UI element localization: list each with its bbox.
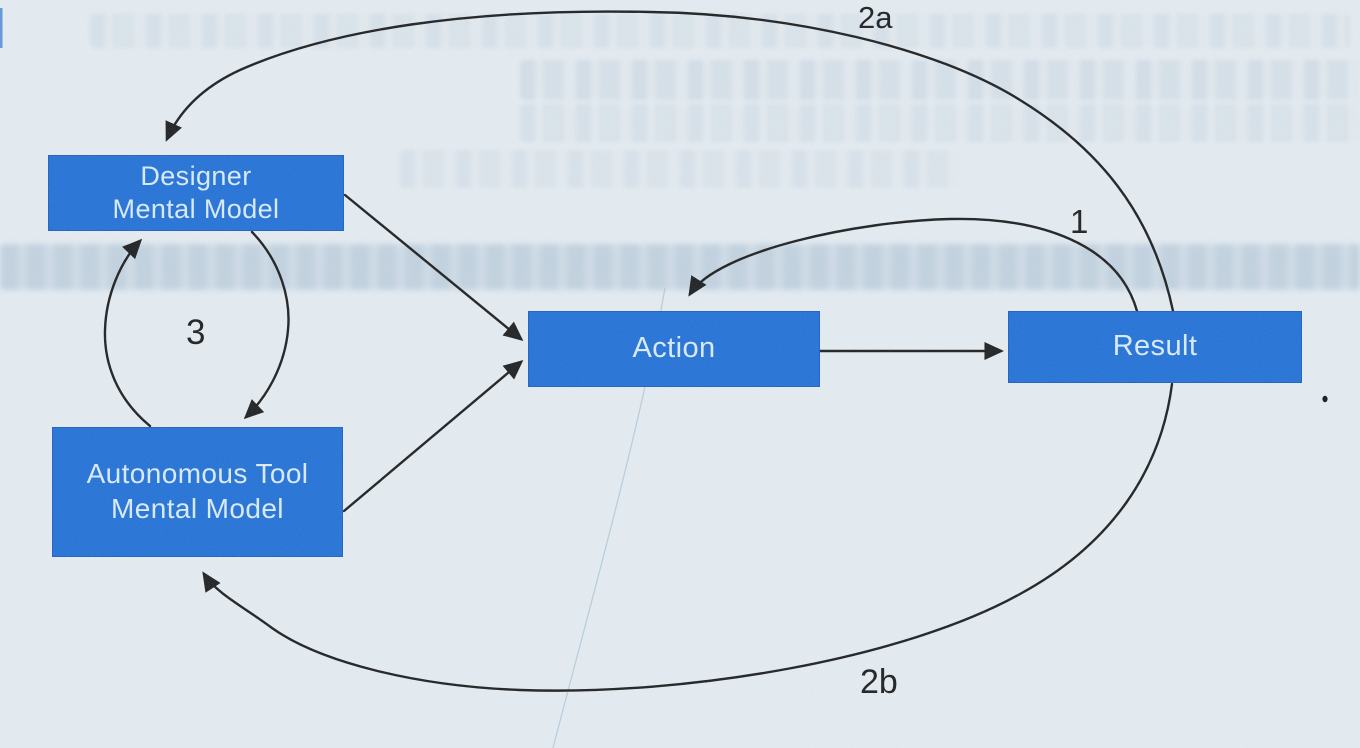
autonomous-box-line1: Autonomous Tool — [86, 458, 309, 490]
edge-result-to-autonomous-feedback — [202, 382, 1174, 692]
result-box: Result — [1008, 311, 1302, 383]
edge-autonomous-to-designer-cycle — [103, 238, 152, 428]
edge-designer-to-action — [343, 193, 524, 341]
edge-label-2a: 2a — [858, 0, 893, 35]
designer-box-line1: Designer — [140, 160, 252, 191]
action-box: Action — [528, 311, 820, 387]
scan-edge-artifact — [0, 8, 3, 48]
autonomous-tool-mental-model-box: Autonomous Tool Mental Model — [52, 427, 343, 557]
result-box-label: Result — [1112, 330, 1198, 363]
scan-speck-artifact — [1322, 395, 1328, 403]
edge-label-2b: 2b — [860, 663, 898, 701]
edge-autonomous-to-action — [342, 360, 524, 513]
action-box-label: Action — [632, 332, 716, 365]
edge-label-3: 3 — [186, 313, 206, 352]
designer-box-line2: Mental Model — [112, 194, 280, 224]
designer-mental-model-box: Designer Mental Model — [48, 155, 344, 231]
autonomous-box-line2: Mental Model — [111, 493, 284, 524]
edge-designer-to-autonomous-cycle — [243, 230, 290, 420]
edge-label-1: 1 — [1070, 203, 1089, 240]
